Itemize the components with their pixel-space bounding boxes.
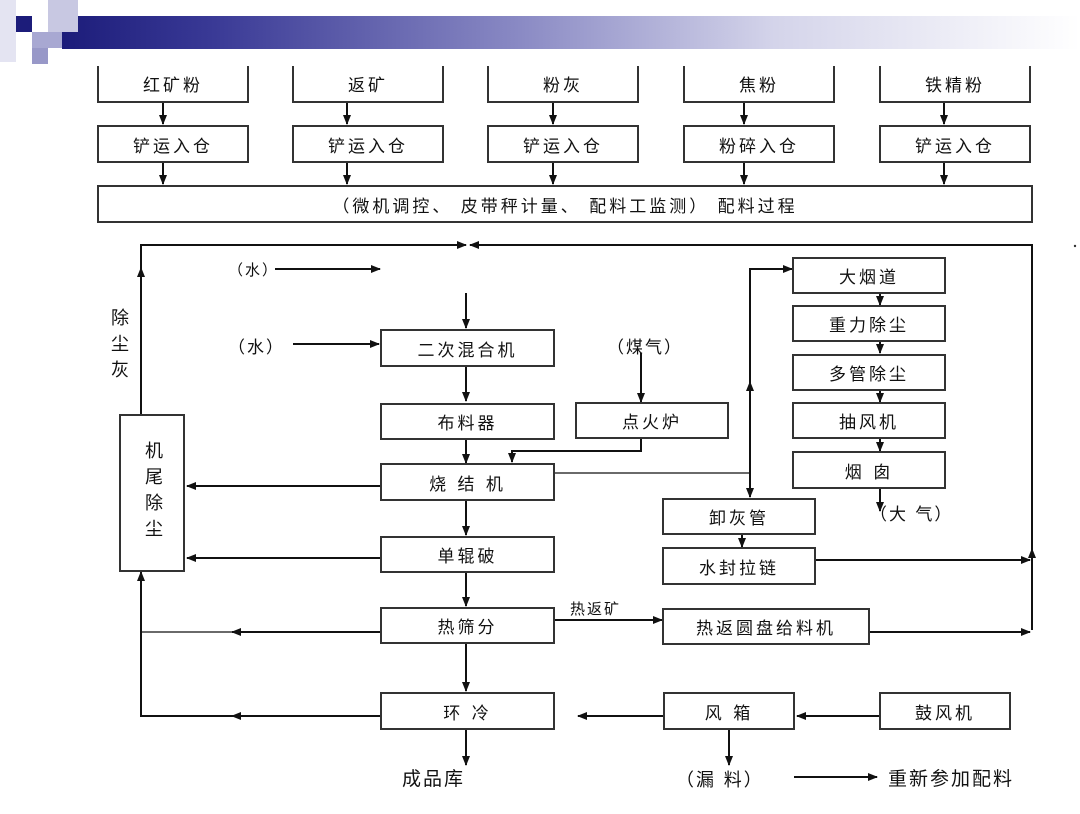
raw-material-coke-powder: 焦粉 xyxy=(683,66,835,103)
water-seal-chain-conveyor: 水封拉链 xyxy=(662,547,816,585)
hot-return-line xyxy=(469,241,1033,630)
dust-line xyxy=(140,665,232,717)
atmosphere-label: （大 气） xyxy=(870,505,954,525)
decor-square xyxy=(32,48,48,64)
single-roll-crusher: 单辊破 xyxy=(380,536,555,573)
secondary-mixer: 二次混合机 xyxy=(380,329,555,367)
raw-material-red-ore: 红矿粉 xyxy=(97,66,249,103)
tail-dust-collector: 机尾除尘 xyxy=(119,414,185,572)
water-label-1: （水） xyxy=(228,261,280,279)
main-flue: 大烟道 xyxy=(792,257,946,294)
decor-square xyxy=(48,0,78,32)
rebatch-label: 重新参加配料 xyxy=(888,768,1015,790)
flue-line xyxy=(749,265,793,382)
hot-return-disc-feeder: 热返圆盘给料机 xyxy=(662,608,870,645)
decor-square xyxy=(0,0,16,62)
leak-label: （漏 料） xyxy=(676,770,764,791)
storage-step-1: 铲运入仓 xyxy=(97,125,249,163)
storage-step-5: 铲运入仓 xyxy=(879,125,1031,163)
raw-material-iron-concentrate: 铁精粉 xyxy=(879,66,1031,103)
storage-step-2: 铲运入仓 xyxy=(292,125,444,163)
ring-cooler: 环 冷 xyxy=(380,692,555,730)
hot-screening: 热筛分 xyxy=(380,607,555,644)
dust-ash-label: 除尘灰 xyxy=(108,308,129,386)
chimney: 烟 囱 xyxy=(792,451,946,489)
raw-material-return-ore: 返矿 xyxy=(292,66,444,103)
sinter-machine: 烧 结 机 xyxy=(380,463,555,501)
storage-step-4: 粉碎入仓 xyxy=(683,125,835,163)
blower: 鼓风机 xyxy=(879,692,1011,730)
dust-return-line xyxy=(140,241,467,414)
wind-box: 风 箱 xyxy=(663,692,795,730)
batching-process: （微机调控、 皮带秤计量、 配料工监测） 配料过程 xyxy=(97,185,1033,223)
ignition-furnace: 点火炉 xyxy=(575,402,729,439)
multi-tube-dust-collector: 多管除尘 xyxy=(792,354,946,391)
hot-return-ore-label: 热返矿 xyxy=(570,600,622,618)
raw-material-powder-ash: 粉灰 xyxy=(487,66,639,103)
decor-square xyxy=(32,32,62,48)
title-banner-decoration xyxy=(62,16,1080,49)
product-storage-label: 成品库 xyxy=(402,768,466,790)
gas-label: （煤气） xyxy=(607,338,683,358)
ignition-feed-line xyxy=(508,439,642,463)
water-label-2: （水） xyxy=(228,338,285,358)
storage-step-3: 铲运入仓 xyxy=(487,125,639,163)
exhaust-fan: 抽风机 xyxy=(792,402,946,439)
gravity-dust-collector: 重力除尘 xyxy=(792,305,946,342)
decor-square xyxy=(16,16,32,32)
ash-discharge-pipe: 卸灰管 xyxy=(662,498,816,535)
distributor: 布料器 xyxy=(380,403,555,440)
stray-dot xyxy=(1073,244,1077,248)
